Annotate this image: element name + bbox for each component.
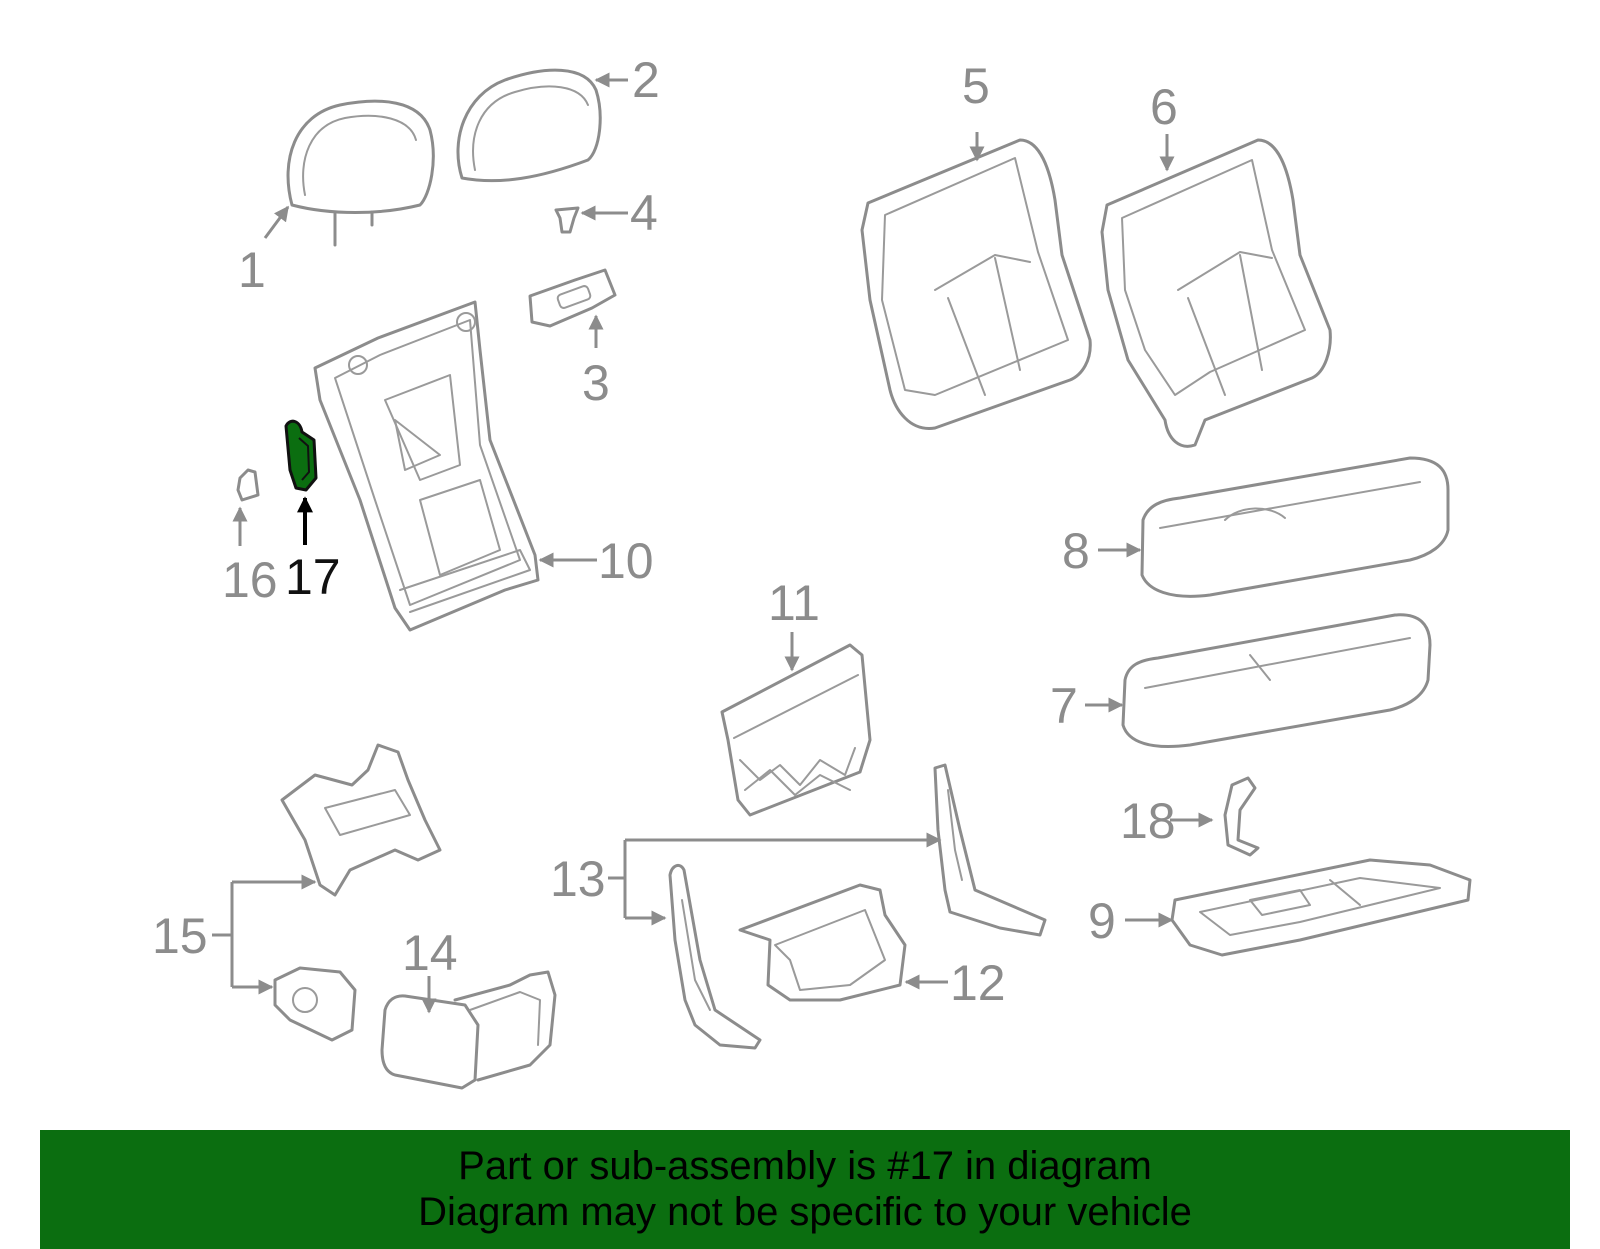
part-17-cover-highlighted[interactable] (284, 419, 318, 492)
callout-9: 9 (1088, 893, 1116, 949)
part-7-cushion-pad[interactable] (1121, 613, 1432, 748)
notice-banner: Part or sub-assembly is #17 in diagram D… (40, 1130, 1570, 1249)
callout-14: 14 (402, 925, 458, 981)
callout-13: 13 (550, 851, 606, 907)
part-15-hinge-cover-upper[interactable] (280, 743, 442, 897)
part-16-clip[interactable] (236, 468, 260, 502)
callout-17: 17 (285, 549, 341, 605)
part-4-guide[interactable] (554, 206, 580, 234)
callout-16: 16 (222, 552, 278, 608)
part-11-cover-panel[interactable] (720, 643, 872, 817)
callout-4: 4 (630, 185, 658, 241)
part-2-headrest[interactable] (456, 68, 602, 183)
part-10-seatback-frame[interactable] (313, 300, 540, 632)
part-13-hinge-right[interactable] (933, 763, 1047, 937)
part-3-bracket[interactable] (528, 268, 617, 328)
callout-2: 2 (632, 52, 660, 108)
callout-3: 3 (582, 355, 610, 411)
part-8-cushion-cover[interactable] (1140, 456, 1450, 598)
callout-1: 1 (238, 242, 266, 298)
part-5-seatback-cover[interactable] (860, 138, 1092, 430)
banner-line-1: Part or sub-assembly is #17 in diagram (458, 1144, 1152, 1188)
part-9-cushion-frame[interactable] (1170, 858, 1472, 957)
part-14-trim-cover[interactable] (380, 970, 557, 1090)
part-6-seatback-cover[interactable] (1100, 138, 1332, 448)
callout-12: 12 (950, 955, 1006, 1011)
callout-7: 7 (1050, 678, 1078, 734)
part-13-hinge-left[interactable] (668, 863, 762, 1050)
callout-11: 11 (768, 575, 820, 631)
callout-8: 8 (1062, 523, 1090, 579)
banner-line-2: Diagram may not be specific to your vehi… (418, 1190, 1192, 1234)
part-1-headrest[interactable] (286, 99, 435, 247)
part-18-bracket[interactable] (1223, 776, 1260, 857)
callout-6: 6 (1150, 79, 1178, 135)
part-15-hinge-cover-lower[interactable] (273, 966, 357, 1042)
callout-15: 15 (152, 908, 208, 964)
callout-10: 10 (598, 533, 654, 589)
callout-18: 18 (1120, 793, 1176, 849)
callout-5: 5 (962, 58, 990, 114)
part-12-support[interactable] (738, 883, 907, 1002)
